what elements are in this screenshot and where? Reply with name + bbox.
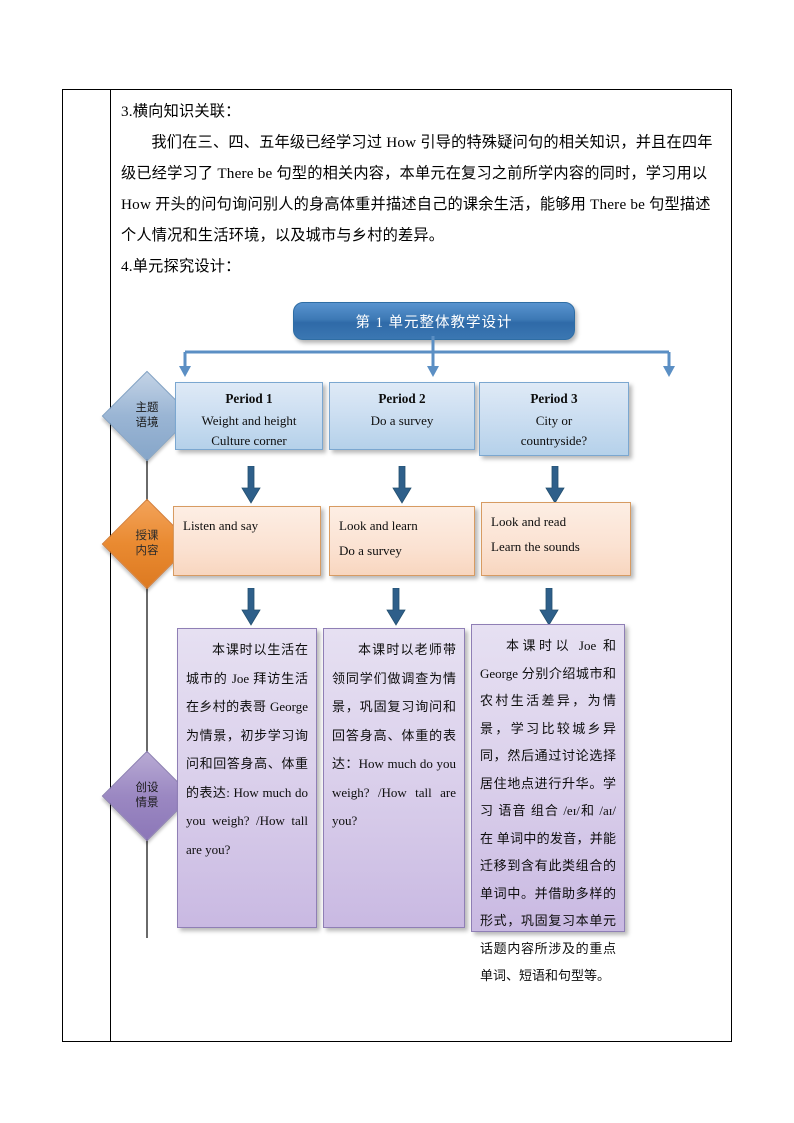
heading-3-horizontal-link: 3.横向知识关联： <box>121 103 241 120</box>
content-3-line-2: Learn the sounds <box>491 539 580 554</box>
table-main-column: 3.横向知识关联： 我们在三、四、五年级已经学习过 How 引导的特殊疑问句的相… <box>101 90 731 1041</box>
row-label-scenario-line1: 创设 <box>135 782 159 794</box>
period-1-title: Period 1 <box>225 391 273 406</box>
content-2-line-1: Look and learn <box>339 518 418 533</box>
down-arrow-period2-to-content2 <box>392 466 412 504</box>
scenario-3-text: 本课时以 Joe 和 George 分别介绍城市和农村生活差异，为情景，学习比较… <box>480 638 616 983</box>
content-1-line-1: Listen and say <box>183 518 259 533</box>
down-arrow-content3-to-scenario3 <box>539 588 559 626</box>
row-label-scenario-line2: 情景 <box>135 797 159 809</box>
left-spine-line <box>146 378 148 938</box>
prose-block: 3.横向知识关联： 我们在三、四、五年级已经学习过 How 引导的特殊疑问句的相… <box>121 96 721 282</box>
scenario-2-text: 本课时以老师带领同学们做调查为情景，巩固复习询问和回答身高、体重的表达：How … <box>332 642 456 828</box>
heading-4-unit-inquiry-design: 4.单元探究设计： <box>121 258 241 275</box>
flowchart-title-box: 第 1 单元整体教学设计 <box>293 302 575 340</box>
content-1-box: Listen and say <box>173 506 321 576</box>
period-1-line-1: Weight and height <box>201 413 297 428</box>
unit-design-flowchart: 第 1 单元整体教学设计 主题 语境 <box>101 290 721 1000</box>
scenario-3-box: 本课时以 Joe 和 George 分别介绍城市和农村生活差异，为情景，学习比较… <box>471 624 625 983</box>
period-1-box: Period 1 Weight and height Culture corne… <box>175 382 323 450</box>
period-3-title: Period 3 <box>530 391 578 406</box>
row-label-theme-line2: 语境 <box>135 417 159 429</box>
row-label-content-line1: 授课 <box>135 530 159 542</box>
scenario-1-text: 本课时以生活在城市的 Joe 拜访生活在乡村的表哥 George 为情景，初步学… <box>186 642 308 857</box>
row-label-theme-line1: 主题 <box>135 402 159 414</box>
period-2-line-1: Do a survey <box>370 413 434 428</box>
content-2-line-2: Do a survey <box>339 543 402 558</box>
scenario-2-box: 本课时以老师带领同学们做调查为情景，巩固复习询问和回答身高、体重的表达：How … <box>323 628 465 928</box>
content-2-box: Look and learn Do a survey <box>329 506 475 576</box>
row-label-content-line2: 内容 <box>135 545 159 557</box>
flowchart-title-label: 第 1 单元整体教学设计 <box>355 314 513 331</box>
down-arrow-content2-to-scenario2 <box>386 588 406 626</box>
down-arrow-content1-to-scenario1 <box>241 588 261 626</box>
period-3-line-2: countryside? <box>520 433 588 448</box>
period-3-line-1: City or <box>535 413 573 428</box>
down-arrow-period3-to-content3 <box>545 466 565 504</box>
content-3-box: Look and read Learn the sounds <box>481 502 631 576</box>
down-arrow-period1-to-content1 <box>241 466 261 504</box>
content-3-line-1: Look and read <box>491 514 567 529</box>
table-left-column <box>63 90 111 1041</box>
tree-connector <box>179 336 675 377</box>
scenario-1-box: 本课时以生活在城市的 Joe 拜访生活在乡村的表哥 George 为情景，初步学… <box>177 628 317 928</box>
period-2-title: Period 2 <box>378 391 426 406</box>
period-2-box: Period 2 Do a survey <box>329 382 475 450</box>
document-table: 3.横向知识关联： 我们在三、四、五年级已经学习过 How 引导的特殊疑问句的相… <box>62 89 732 1042</box>
period-3-box: Period 3 City or countryside? <box>479 382 629 456</box>
period-1-line-2: Culture corner <box>211 433 287 448</box>
paragraph-horizontal-link-body: 我们在三、四、五年级已经学习过 How 引导的特殊疑问句的相关知识，并且在四年级… <box>121 134 713 244</box>
